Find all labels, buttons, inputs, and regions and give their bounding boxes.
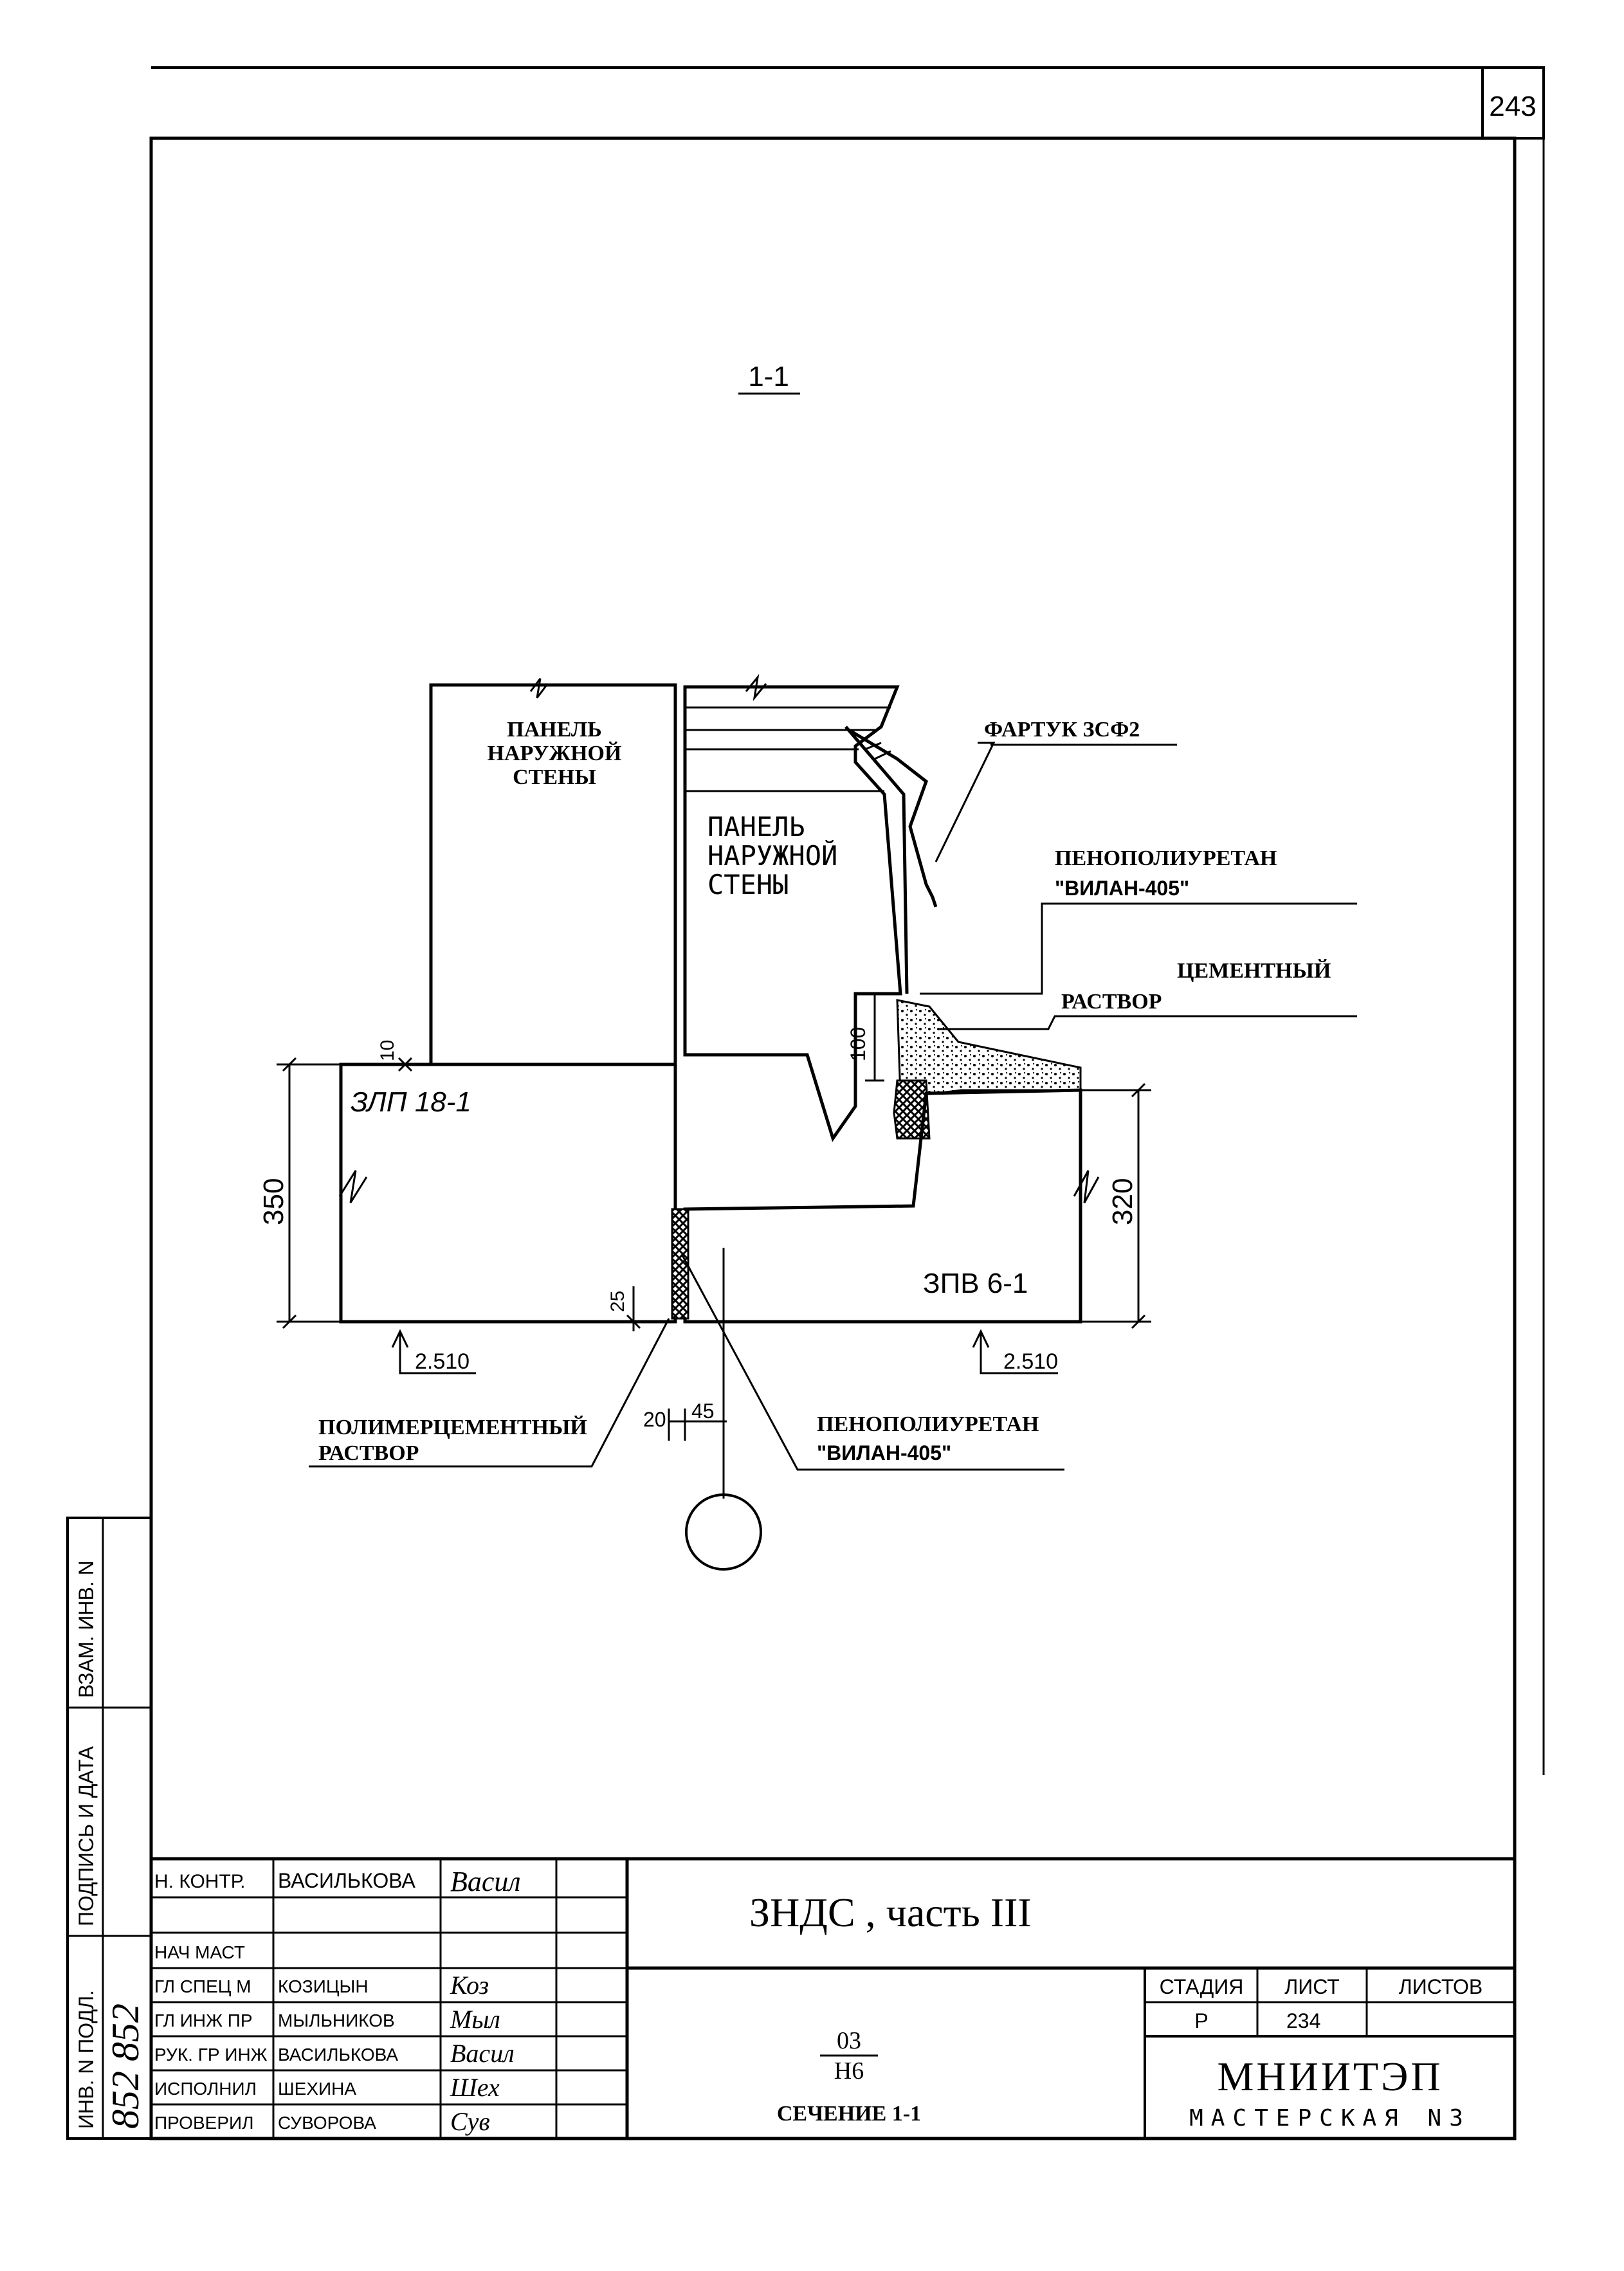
value-stage: Р xyxy=(1194,2009,1208,2032)
leader-apron xyxy=(935,742,996,862)
sheet-code-bottom: Н6 xyxy=(834,2057,864,2084)
dim-100: 100 xyxy=(846,1027,870,1061)
side-stamp: ВЗАМ. ИНВ. N ПОДПИСЬ И ДАТА ИНВ. N ПОДЛ.… xyxy=(66,1517,152,2140)
side-stamp-signature-date: ПОДПИСЬ И ДАТА xyxy=(75,1746,98,1926)
header-stage: СТАДИЯ xyxy=(1160,1975,1244,1998)
page-number: 243 xyxy=(1489,91,1536,122)
label-cement-2: РАСТВОР xyxy=(1061,990,1162,1014)
side-stamp-replaced-inv: ВЗАМ. ИНВ. N xyxy=(75,1560,98,1698)
header-sheets: ЛИСТОВ xyxy=(1399,1975,1483,1998)
label-apron: ФАРТУК ЗСФ2 xyxy=(984,718,1140,742)
row-name: МЫЛЬНИКОВ xyxy=(278,2011,395,2030)
row-name: СУВОРОВА xyxy=(278,2113,376,2133)
label-panel-right-3: СТЕНЫ xyxy=(707,869,789,900)
sheet-code-top: 03 xyxy=(837,2027,861,2054)
row-name: ВАСИЛЬКОВА xyxy=(278,1869,415,1892)
dim-45: 45 xyxy=(691,1400,715,1423)
sheet-title: СЕЧЕНИЕ 1-1 xyxy=(777,2102,921,2126)
row-signature: Коз xyxy=(450,1971,489,2000)
header-sheet: ЛИСТ xyxy=(1284,1975,1340,1998)
signature-rows: Н. КОНТР. ВАСИЛЬКОВА Васил НАЧ МАСТ ГЛ С… xyxy=(154,1866,521,2136)
polymer-joint xyxy=(671,1208,689,1320)
label-panel-left-2: НАРУЖНОЙ xyxy=(488,742,622,765)
row-role: ГЛ СПЕЦ М xyxy=(154,1976,251,1996)
leader-foam-bottom xyxy=(680,1254,1064,1471)
label-panel-right-2: НАРУЖНОЙ xyxy=(707,839,837,871)
label-panel-left-3: СТЕНЫ xyxy=(513,765,596,789)
sheet-frame xyxy=(149,66,1545,2140)
row-role: НАЧ МАСТ xyxy=(154,1942,245,1962)
side-stamp-inv-orig: ИНВ. N ПОДЛ. xyxy=(75,1990,98,2129)
axis-bubble xyxy=(685,1493,762,1571)
dim-350: 350 xyxy=(258,1178,289,1225)
label-slab-left: ЗЛП 18-1 xyxy=(351,1086,471,1118)
label-panel-right-1: ПАНЕЛЬ xyxy=(707,811,805,843)
row-role: ГЛ ИНЖ ПР xyxy=(154,2011,253,2030)
title-block xyxy=(151,1857,1515,2139)
label-foam-top-2: "ВИЛАН-405" xyxy=(1055,877,1189,900)
row-role: РУК. ГР ИНЖ xyxy=(154,2045,268,2065)
value-sheet: 234 xyxy=(1286,2009,1320,2032)
label-foam-bottom-2: "ВИЛАН-405" xyxy=(817,1441,951,1464)
document-title: ЗНДС , часть III xyxy=(749,1890,1032,1935)
leader-cement xyxy=(939,1015,1357,1030)
foam-seal-upper xyxy=(893,1079,931,1140)
label-foam-bottom-1: ПЕНОПОЛИУРЕТАН xyxy=(817,1412,1039,1436)
row-role: ИСПОЛНИЛ xyxy=(154,2079,257,2099)
label-cement-1: ЦЕМЕНТНЫЙ xyxy=(1177,959,1331,983)
workshop-name: МАСТЕРСКАЯ N3 xyxy=(1189,2105,1471,2131)
dim-10: 10 xyxy=(377,1040,398,1061)
drawing-labels: ПАНЕЛЬ НАРУЖНОЙ СТЕНЫ ПАНЕЛЬ НАРУЖНОЙ СТ… xyxy=(318,718,1331,1465)
row-signature: Васил xyxy=(450,1866,521,1897)
row-signature: Васил xyxy=(450,2039,515,2068)
level-mark-right xyxy=(972,1329,1058,1374)
row-signature: Шех xyxy=(450,2073,500,2102)
section-geometry xyxy=(277,673,1357,1571)
label-polymer-2: РАСТВОР xyxy=(318,1441,419,1465)
row-signature: Мыл xyxy=(450,2005,500,2034)
label-polymer-1: ПОЛИМЕРЦЕМЕНТНЫЙ xyxy=(318,1416,587,1439)
dim-25: 25 xyxy=(607,1291,628,1312)
leader-polymer xyxy=(309,1318,670,1468)
row-signature: Сув xyxy=(450,2107,490,2136)
dim-20: 20 xyxy=(643,1408,666,1431)
label-foam-top-1: ПЕНОПОЛИУРЕТАН xyxy=(1055,846,1277,870)
row-name: ШЕХИНА xyxy=(278,2079,356,2099)
level-right: 2.510 xyxy=(1003,1349,1058,1374)
level-mark-left xyxy=(391,1329,476,1374)
level-left: 2.510 xyxy=(415,1349,470,1374)
label-panel-left-1: ПАНЕЛЬ xyxy=(507,718,602,742)
dimension-texts: 10 100 350 320 25 2.510 2.510 20 45 xyxy=(258,1027,1138,1431)
right-wall-panel xyxy=(683,685,902,1142)
row-role: ПРОВЕРИЛ xyxy=(154,2113,254,2133)
row-name: ВАСИЛЬКОВА xyxy=(278,2045,398,2065)
side-stamp-inv-handwritten: 852 852 xyxy=(104,2003,147,2129)
row-role: Н. КОНТР. xyxy=(154,1871,245,1892)
row-name: КОЗИЦЫН xyxy=(278,1976,369,1996)
label-slab-right: ЗПВ 6-1 xyxy=(923,1268,1028,1299)
dim-320: 320 xyxy=(1107,1178,1138,1225)
section-title: 1-1 xyxy=(748,361,789,392)
org-name: МНИИТЭП xyxy=(1217,2054,1443,2099)
leader-foam-top xyxy=(920,902,1357,995)
